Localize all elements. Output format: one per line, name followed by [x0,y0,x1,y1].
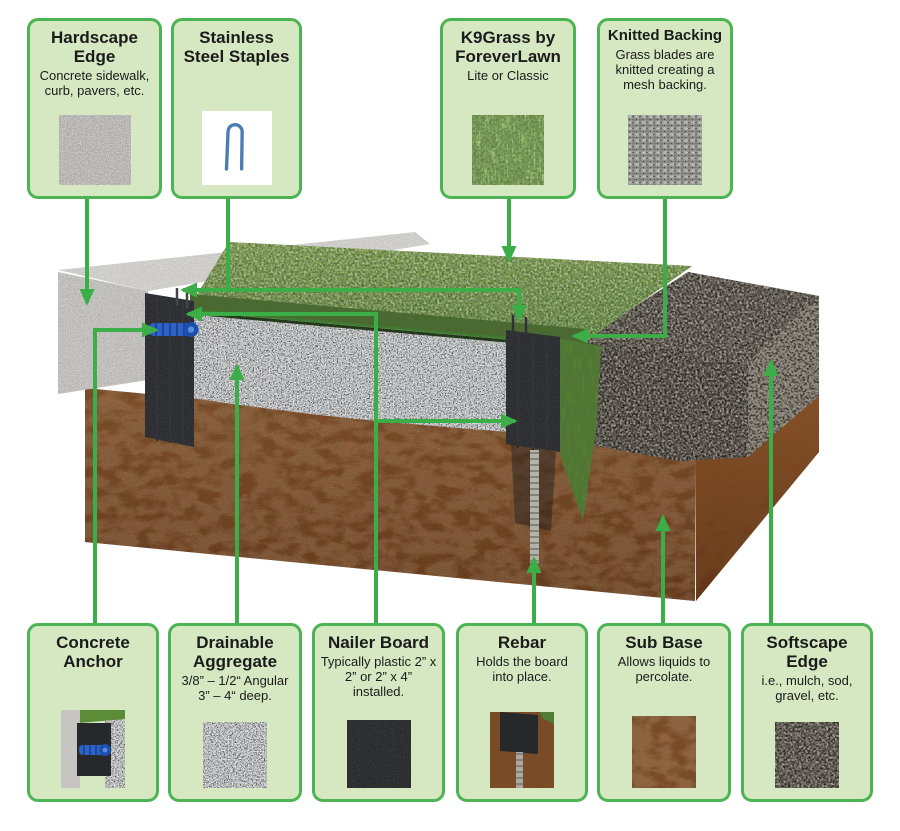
callout-nailer-board: Nailer Board Typically plastic 2” x 2” o… [312,623,445,802]
steel-staple-thumbnail [201,111,272,185]
softscape-edge-thumbnail [775,722,839,788]
callout-description: Grass blades are knitted creating a mesh… [615,46,715,93]
callout-description: Lite or Classic [467,68,549,84]
rebar-rod [530,450,539,563]
callout-title: Nailer Board [327,633,430,652]
callout-k9grass: K9Grass by ForeverLawn Lite or Classic [440,18,576,199]
sub-base-thumbnail [632,716,696,788]
callout-description: Allows liquids to percolate. [617,654,711,685]
concrete-anchor-screw [149,322,199,337]
hardscape-edge-thumbnail [58,115,131,185]
callout-title: Stainless Steel Staples [183,28,290,67]
connector-concrete-anchor [93,322,159,629]
callout-title: Concrete Anchor [56,633,130,672]
callout-title: Hardscape Edge [51,28,138,67]
callout-description: 3/8” – 1/2“ Angular 3” – 4“ deep. [181,673,289,704]
callout-title: Sub Base [625,633,703,652]
callout-concrete-anchor: Concrete Anchor [27,623,159,802]
callout-hardscape-edge: Hardscape Edge Concrete sidewalk, curb, … [27,18,162,199]
callout-title: Rebar [497,633,547,652]
callout-title: K9Grass by ForeverLawn [455,28,561,67]
callout-title: Knitted Backing [607,27,723,44]
callout-description: Holds the board into place. [476,654,568,685]
drainable-aggregate-thumbnail [203,722,267,788]
callout-description: Concrete sidewalk, curb, pavers, etc. [39,68,150,99]
callout-description: Typically plastic 2” x 2” or 2” x 4” ins… [320,654,437,700]
callout-stainless-steel-staples: Stainless Steel Staples [171,18,302,199]
callout-title: Drainable Aggregate [192,633,278,672]
knitted-backing-thumbnail [628,115,702,185]
callout-title: Softscape Edge [766,633,848,672]
mulch-block [585,272,819,461]
callout-softscape-edge: Softscape Edge i.e., mulch, sod, gravel,… [741,623,873,802]
callout-knitted-backing: Knitted Backing Grass blades are knitted… [597,18,733,199]
callout-description: i.e., mulch, sod, gravel, etc. [761,673,853,704]
rebar-thumbnail [490,712,554,788]
concrete-anchor-thumbnail [61,710,125,788]
callout-rebar: Rebar Holds the board into place. [456,623,588,802]
nailer-board-thumbnail [346,720,411,788]
connector-arrows [79,194,779,629]
k9grass-thumbnail [472,115,544,185]
connector-knitted-backing [571,194,667,344]
callout-sub-base: Sub Base Allows liquids to percolate. [597,623,731,802]
left-nailer-board [145,293,194,447]
connector-staples-right-arrow [228,288,527,322]
connector-nailer-board-left [185,306,378,629]
callout-drainable-aggregate: Drainable Aggregate 3/8” – 1/2“ Angular … [168,623,302,802]
